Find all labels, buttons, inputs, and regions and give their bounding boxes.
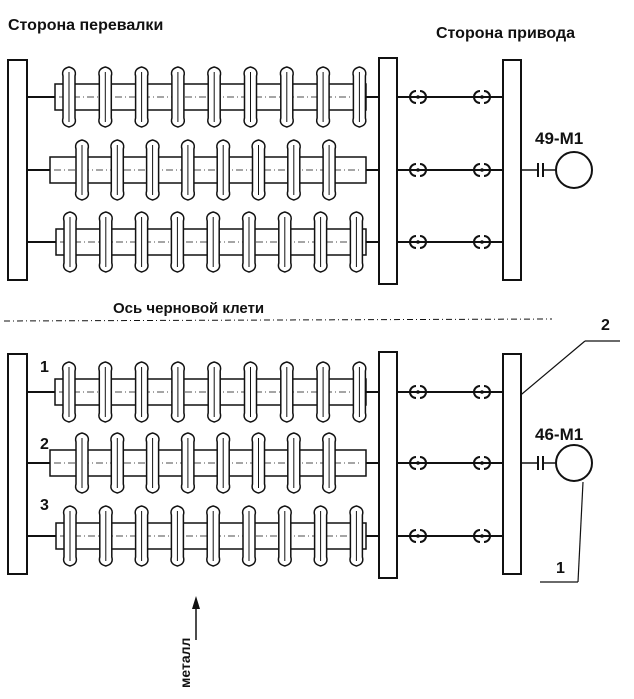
coupling-icon bbox=[473, 529, 491, 543]
roller-drive-2 bbox=[397, 456, 503, 470]
coupling-icon bbox=[409, 385, 427, 399]
roller-drive-3 bbox=[397, 529, 503, 543]
callout-leader-1 bbox=[540, 481, 584, 583]
callout-number-1: 1 bbox=[556, 560, 565, 577]
roller-drive-1 bbox=[397, 90, 503, 104]
roller-3 bbox=[27, 211, 380, 273]
roller-group-top bbox=[7, 57, 593, 285]
callout-leader-2 bbox=[509, 340, 620, 405]
roller-2 bbox=[27, 139, 380, 201]
roller-1 bbox=[27, 66, 380, 128]
roller-2 bbox=[27, 432, 380, 494]
roller-drive-2 bbox=[397, 163, 503, 177]
motor-label-top: 49-М1 bbox=[535, 129, 583, 148]
roll-number-1: 1 bbox=[40, 359, 49, 376]
motor-circle bbox=[555, 151, 593, 189]
roll-number-2: 2 bbox=[40, 436, 49, 453]
drive-frame bbox=[502, 353, 522, 575]
callout-number-2: 2 bbox=[601, 317, 610, 334]
left-frame bbox=[7, 59, 28, 281]
drive-side-label: Сторона привода bbox=[436, 25, 575, 42]
drive-motor bbox=[521, 151, 593, 189]
stand-frame bbox=[378, 57, 398, 285]
motor-label-bottom: 46-М1 bbox=[535, 425, 583, 444]
roller-drive-3 bbox=[397, 235, 503, 249]
coupling-icon bbox=[409, 163, 427, 177]
roller-group-bottom bbox=[7, 351, 593, 579]
coupling-icon bbox=[409, 235, 427, 249]
roller-3 bbox=[27, 505, 380, 567]
drive-frame bbox=[502, 59, 522, 281]
roller-drive-1 bbox=[397, 385, 503, 399]
stand-frame bbox=[378, 351, 398, 579]
drive-motor bbox=[521, 444, 593, 482]
metal-label: металл bbox=[177, 638, 193, 688]
coupling-icon bbox=[473, 235, 491, 249]
coupling-icon bbox=[473, 90, 491, 104]
axis-label: Ось черновой клети bbox=[113, 300, 264, 317]
metal-direction-arrow bbox=[192, 596, 200, 640]
coupling-icon bbox=[409, 90, 427, 104]
coupling-icon bbox=[473, 385, 491, 399]
roll-axis-line bbox=[3, 318, 553, 322]
roller-1 bbox=[27, 361, 380, 423]
roll-number-3: 3 bbox=[40, 497, 49, 514]
coupling-icon bbox=[409, 456, 427, 470]
left-frame bbox=[7, 353, 28, 575]
coupling-icon bbox=[473, 456, 491, 470]
coupling-icon bbox=[473, 163, 491, 177]
rolling-side-label: Сторона перевалки bbox=[8, 17, 163, 34]
coupling-icon bbox=[409, 529, 427, 543]
motor-circle bbox=[555, 444, 593, 482]
